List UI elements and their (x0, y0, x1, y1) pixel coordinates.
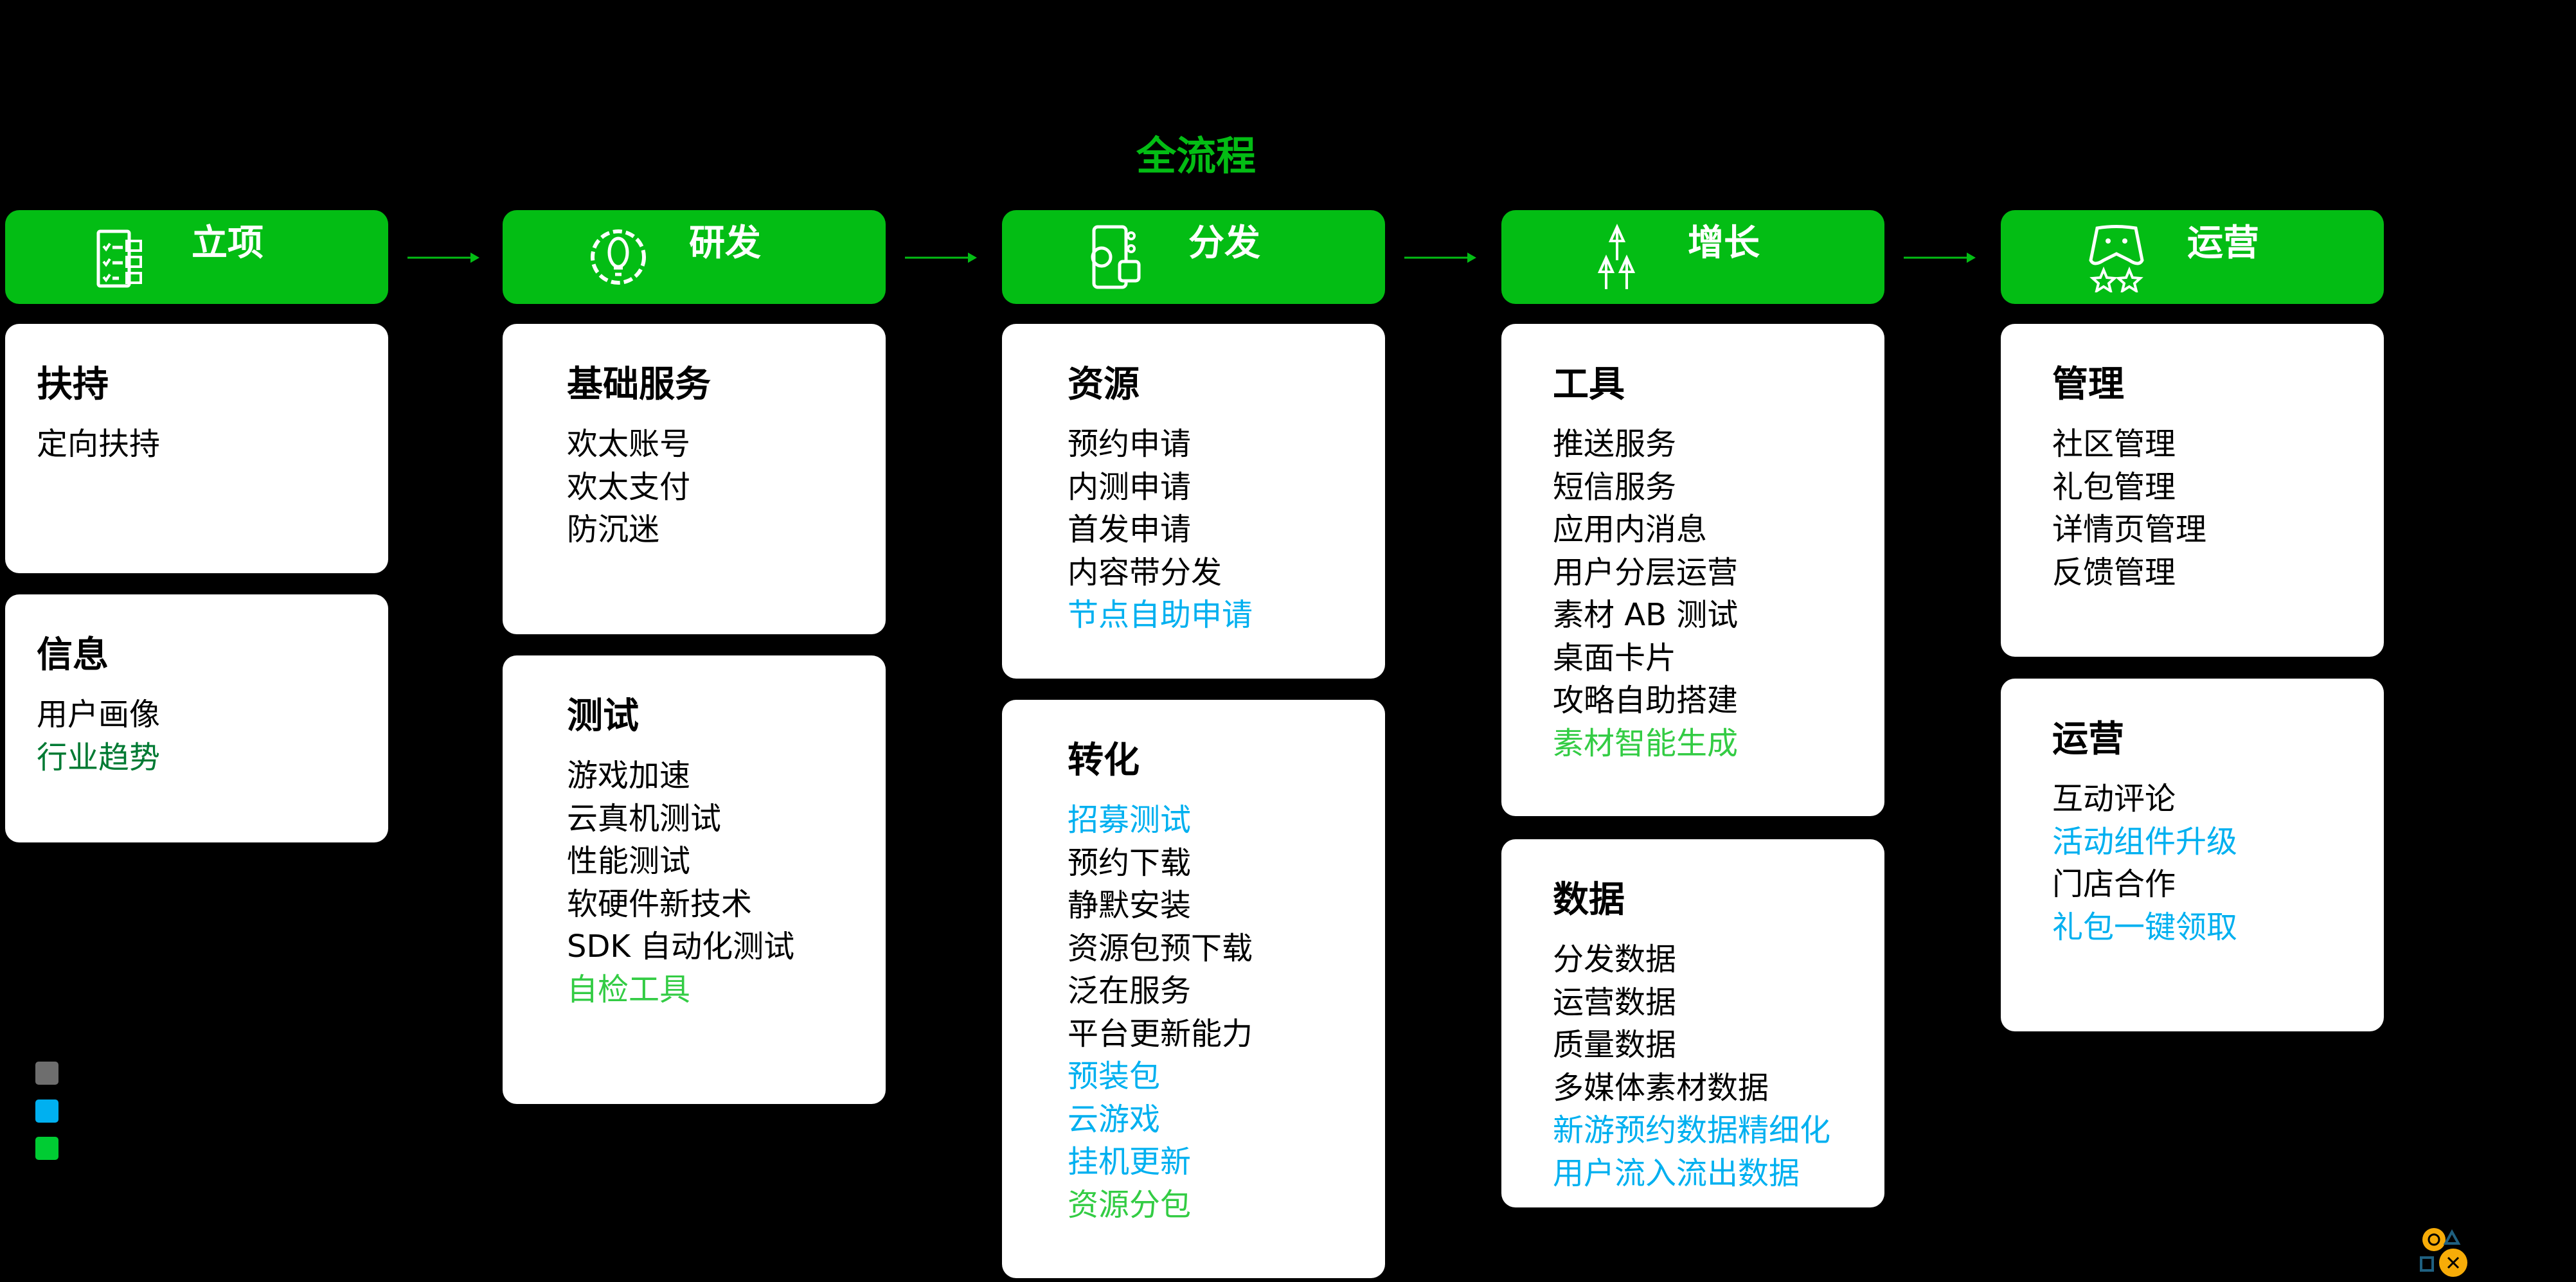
watermark-logo (2420, 1228, 2467, 1277)
card-title: 管理 (2052, 364, 2124, 405)
flow-arrow (905, 253, 977, 263)
service-item: 预约下载 (1068, 844, 1192, 881)
service-item: 门店合作 (2052, 866, 2176, 902)
stage-label: 分发 (1188, 222, 1260, 264)
service-item: 推送服务 (1553, 426, 1677, 462)
service-item: 自检工具 (567, 971, 691, 1008)
service-item: 挂机更新 (1068, 1144, 1192, 1180)
legend-gray-swatch (35, 1062, 58, 1085)
service-item: 资源包预下载 (1068, 930, 1253, 966)
legend-blue-swatch (35, 1099, 58, 1123)
service-card: 测试 游戏加速云真机测试性能测试软硬件新技术 SDK 自动化测试自检工具 (503, 655, 886, 1104)
service-item: 泛在服务 (1068, 973, 1192, 1009)
service-item: 素材 AB 测试 (1553, 597, 1739, 633)
growth-arrows-icon (1597, 224, 1636, 289)
service-item: 软硬件新技术 (567, 886, 753, 922)
service-item: 资源分包 (1068, 1186, 1192, 1223)
service-item: 平台更新能力 (1068, 1015, 1253, 1052)
service-item: 攻略自助搭建 (1553, 682, 1739, 718)
stage-header: 立项 (5, 210, 388, 304)
service-item: 活动组件升级 (2052, 823, 2238, 860)
legend-green-swatch (35, 1137, 58, 1160)
service-item: 礼包管理 (2052, 468, 2176, 505)
service-item: 招募测试 (1068, 802, 1192, 838)
service-item: 桌面卡片 (1553, 639, 1677, 676)
card-title: 信息 (37, 634, 109, 676)
service-item: 节点自助申请 (1068, 597, 1253, 633)
service-item: 预约申请 (1068, 426, 1192, 462)
service-item: 防沉迷 (567, 512, 660, 548)
checklist-icon (96, 229, 142, 288)
service-item: 用户画像 (37, 697, 161, 733)
service-item: 反馈管理 (2052, 554, 2176, 591)
service-item: 欢太支付 (567, 468, 691, 505)
card-title: 转化 (1068, 740, 1140, 781)
service-card: 信息 用户画像行业趋势 (5, 594, 388, 842)
stage-header: 增长 (1501, 210, 1884, 304)
stage-label: 立项 (192, 222, 264, 264)
service-item: 互动评论 (2052, 781, 2176, 817)
service-item: SDK 自动化测试 (567, 929, 795, 965)
service-card: 转化 招募测试预约下载静默安装资源包预下载泛在服务平台更新能力预装包云游戏挂机更… (1002, 700, 1385, 1278)
service-item: 社区管理 (2052, 426, 2176, 462)
service-item: 内容带分发 (1068, 554, 1222, 591)
service-item: 详情页管理 (2052, 512, 2207, 548)
gamepad-stars-icon (2089, 225, 2144, 292)
service-card: 资源 预约申请内测申请首发申请内容带分发节点自助申请 (1002, 324, 1385, 679)
service-item: 素材智能生成 (1553, 725, 1739, 761)
service-item: 静默安装 (1068, 887, 1192, 923)
stage-label: 运营 (2187, 222, 2259, 264)
diagram-title: 全流程 (1136, 132, 1256, 179)
card-title: 基础服务 (567, 364, 711, 405)
service-item: 用户分层运营 (1553, 554, 1739, 591)
service-item: 云游戏 (1068, 1101, 1161, 1137)
card-title: 运营 (2052, 718, 2124, 760)
flow-arrow (1404, 253, 1476, 263)
card-title: 数据 (1553, 879, 1625, 921)
card-title: 扶持 (37, 364, 109, 405)
service-card: 运营 互动评论活动组件升级门店合作礼包一键领取 (2001, 679, 2384, 1031)
stage-label: 研发 (689, 222, 761, 264)
flow-arrow (1904, 253, 1976, 263)
service-item: 行业趋势 (37, 739, 161, 776)
service-item: 多媒体素材数据 (1553, 1069, 1769, 1106)
card-title: 工具 (1553, 364, 1625, 405)
service-item: 用户流入流出数据 (1553, 1155, 1800, 1191)
service-item: 云真机测试 (567, 800, 722, 837)
service-item: 游戏加速 (567, 758, 691, 794)
service-card: 扶持 定向扶持 (5, 324, 388, 573)
flow-arrow (407, 253, 479, 263)
service-item: 定向扶持 (37, 426, 161, 462)
service-card: 基础服务 欢太账号欢太支付防沉迷 (503, 324, 886, 634)
service-item: 预装包 (1068, 1058, 1161, 1094)
service-card: 工具 推送服务短信服务应用内消息用户分层运营素材 AB 测试桌面卡片攻略自助搭建… (1501, 324, 1884, 816)
service-item: 新游预约数据精细化 (1553, 1112, 1831, 1148)
phone-share-icon (1091, 225, 1141, 289)
service-card: 数据 分发数据运营数据质量数据多媒体素材数据新游预约数据精细化用户流入流出数据 (1501, 839, 1884, 1207)
service-item: 短信服务 (1553, 468, 1677, 505)
service-item: 首发申请 (1068, 512, 1192, 548)
service-item: 内测申请 (1068, 468, 1192, 505)
service-item: 分发数据 (1553, 941, 1677, 977)
service-card: 管理 社区管理礼包管理详情页管理反馈管理 (2001, 324, 2384, 657)
card-title: 资源 (1068, 364, 1140, 405)
service-item: 性能测试 (567, 843, 691, 879)
stage-header: 研发 (503, 210, 886, 304)
service-item: 运营数据 (1553, 984, 1677, 1020)
service-item: 礼包一键领取 (2052, 909, 2238, 945)
service-item: 应用内消息 (1553, 512, 1708, 548)
service-item: 质量数据 (1553, 1027, 1677, 1063)
service-item: 欢太账号 (567, 426, 691, 462)
card-title: 测试 (567, 695, 639, 737)
stage-label: 增长 (1688, 222, 1760, 264)
stage-header: 运营 (2001, 210, 2384, 304)
gear-bulb-icon (591, 229, 646, 285)
stage-header: 分发 (1002, 210, 1385, 304)
